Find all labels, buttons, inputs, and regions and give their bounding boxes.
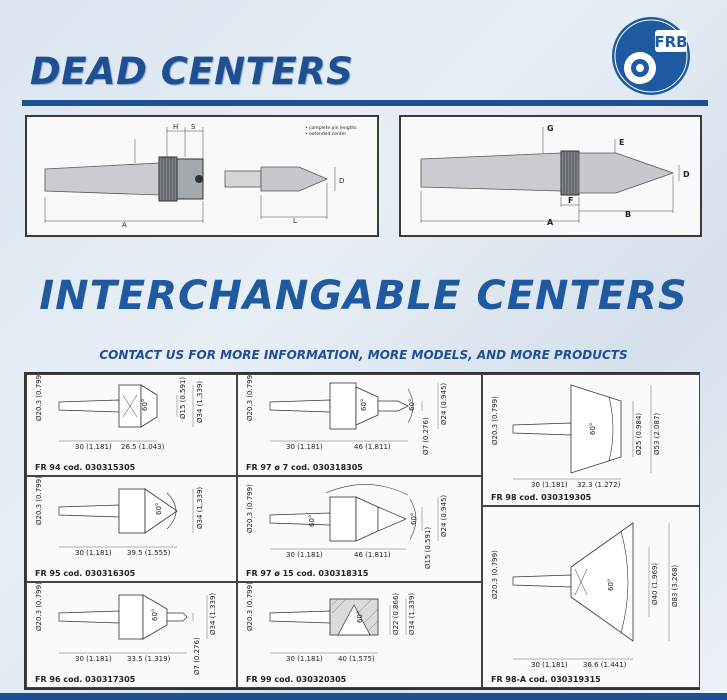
- product-card-fr98a: 30 (1.181) 36.6 (1.441) Ø20.3 (0.799) Ø4…: [482, 506, 700, 688]
- dim-angle: 60°: [141, 399, 149, 411]
- dim-angle-2: 60°: [410, 513, 418, 525]
- product-card-fr99: 30 (1.181) 40 (1.575) Ø20.3 (0.799) Ø22 …: [237, 582, 482, 688]
- dim-angle-1: 60°: [360, 399, 368, 411]
- dim-label-b: B: [625, 210, 631, 219]
- logo-text: FRB: [654, 33, 687, 51]
- dim-dia-body: Ø34 (1.339): [209, 593, 217, 635]
- dim-dia-tip: Ø25 (0.984): [635, 413, 643, 455]
- dim-length-1: 30 (1.181): [286, 655, 323, 663]
- product-card-fr97-7: 30 (1.181) 46 (1.811) Ø20.3 (0.799) Ø7 (…: [237, 372, 482, 476]
- dim-angle: 60°: [151, 609, 159, 621]
- product-caption: FR 99 cod. 030320305: [246, 675, 347, 684]
- product-caption: FR 97 ø 15 cod. 030318315: [246, 569, 369, 578]
- dim-label-d: D: [339, 177, 344, 185]
- dim-dia-shank: Ø20.3 (0.799): [35, 583, 43, 631]
- dim-dia-body: Ø24 (0.945): [440, 495, 448, 537]
- dim-dia-shank: Ø20.3 (0.799): [35, 477, 43, 525]
- product-card-fr98: 30 (1.181) 32.3 (1.272) Ø20.3 (0.799) Ø2…: [482, 374, 700, 506]
- dim-length-2: 36.6 (1.441): [583, 661, 627, 669]
- dim-dia-tip: Ø7 (0.276): [422, 417, 430, 455]
- dim-length-1: 30 (1.181): [531, 481, 568, 489]
- dim-length-2: 40 (1.575): [338, 655, 375, 663]
- dim-angle: 60°: [607, 579, 615, 591]
- product-caption: FR 98 cod. 030319305: [491, 493, 592, 502]
- dim-length-1: 30 (1.181): [75, 655, 112, 663]
- dim-length-2: 39.5 (1.555): [127, 549, 171, 557]
- dim-length-1: 30 (1.181): [75, 549, 112, 557]
- dim-dia-body: Ø53 (2.087): [653, 413, 661, 455]
- dim-label-l: L: [293, 217, 297, 225]
- dim-dia-shank: Ø20.3 (0.799): [246, 375, 254, 421]
- product-caption: FR 97 ø 7 cod. 030318305: [246, 463, 363, 472]
- product-caption: FR 94 cod. 030315305: [35, 463, 136, 472]
- dead-center-diagram-left: • complete pin lengths • extended center…: [25, 115, 379, 237]
- dim-label-h: H: [173, 123, 178, 131]
- bottom-bar: [0, 693, 727, 700]
- dim-dia-shank: Ø20.3 (0.799): [246, 583, 254, 631]
- frb-logo: FRB: [611, 16, 691, 96]
- dim-dia-tip: Ø15 (0.591): [424, 527, 432, 569]
- dim-length-2: 46 (1.811): [354, 551, 391, 559]
- product-caption: FR 96 cod. 030317305: [35, 675, 136, 684]
- product-caption: FR 98-A cod. 030319315: [491, 675, 601, 684]
- dead-center-diagram-right: G E D F A B: [399, 115, 702, 237]
- page-title: DEAD CENTERS: [30, 50, 354, 93]
- dim-angle: 60°: [155, 503, 163, 515]
- dim-length-1: 30 (1.181): [75, 443, 112, 451]
- dim-dia-tip: Ø40 (1.969): [651, 563, 659, 605]
- contact-banner: CONTACT US FOR MORE INFORMATION, MORE MO…: [99, 348, 628, 362]
- dim-angle: 60°: [356, 611, 364, 623]
- dim-dia-cone: Ø22 (0.866): [392, 593, 400, 635]
- dim-angle: 60°: [589, 423, 597, 435]
- dim-label-d: D: [683, 170, 690, 179]
- dim-dia-shank: Ø20.3 (0.799): [246, 484, 254, 533]
- dim-dia-shank: Ø20.3 (0.799): [491, 550, 499, 599]
- dim-angle-2: 60°: [408, 399, 416, 411]
- dim-length-1: 30 (1.181): [531, 661, 568, 669]
- dim-angle-1: 60°: [308, 515, 316, 527]
- product-card-fr95: 30 (1.181) 39.5 (1.555) Ø20.3 (0.799) Ø3…: [26, 476, 237, 582]
- dim-label-a: A: [122, 221, 127, 229]
- dim-dia-shank: Ø20.3 (0.799): [35, 375, 43, 421]
- section-title: INTERCHANGABLE CENTERS: [39, 273, 688, 319]
- dim-dia-body: Ø34 (1.339): [196, 487, 204, 529]
- dim-length-2: 46 (1.811): [354, 443, 391, 451]
- dim-length-2: 26.5 (1.043): [121, 443, 165, 451]
- dim-dia-body: Ø34 (1.339): [196, 381, 204, 423]
- dim-dia-body: Ø34 (1.339): [408, 593, 416, 635]
- dim-dia-body: Ø83 (3.268): [671, 565, 679, 607]
- dim-label-g: G: [547, 124, 554, 133]
- product-caption: FR 95 cod. 030316305: [35, 569, 136, 578]
- product-card-fr96: 30 (1.181) 33.5 (1.319) Ø20.3 (0.799) Ø7…: [26, 582, 237, 688]
- dim-label-s: S: [191, 123, 196, 131]
- dim-length-2: 33.5 (1.319): [127, 655, 171, 663]
- dim-dia-tip: Ø15 (0.591): [179, 377, 187, 419]
- dim-length-2: 32.3 (1.272): [577, 481, 621, 489]
- product-card-fr97-15: 30 (1.181) 46 (1.811) Ø20.3 (0.799) Ø15 …: [237, 476, 482, 582]
- dim-dia-body: Ø24 (0.945): [440, 383, 448, 425]
- dim-label-f: F: [568, 196, 573, 205]
- dim-length-1: 30 (1.181): [286, 443, 323, 451]
- legend-line-2: • extended center: [305, 131, 346, 137]
- dim-dia-tip: Ø7 (0.276): [193, 637, 201, 675]
- legend-line-1: • complete pin lengths: [305, 125, 357, 131]
- dim-length-1: 30 (1.181): [286, 551, 323, 559]
- dim-label-e: E: [619, 138, 624, 147]
- dim-dia-shank: Ø20.3 (0.799): [491, 396, 499, 445]
- product-card-fr94: 30 (1.181) 26.5 (1.043) Ø20.3 (0.799) Ø1…: [26, 372, 237, 476]
- dim-label-a: A: [547, 218, 554, 227]
- title-underline: [22, 100, 708, 106]
